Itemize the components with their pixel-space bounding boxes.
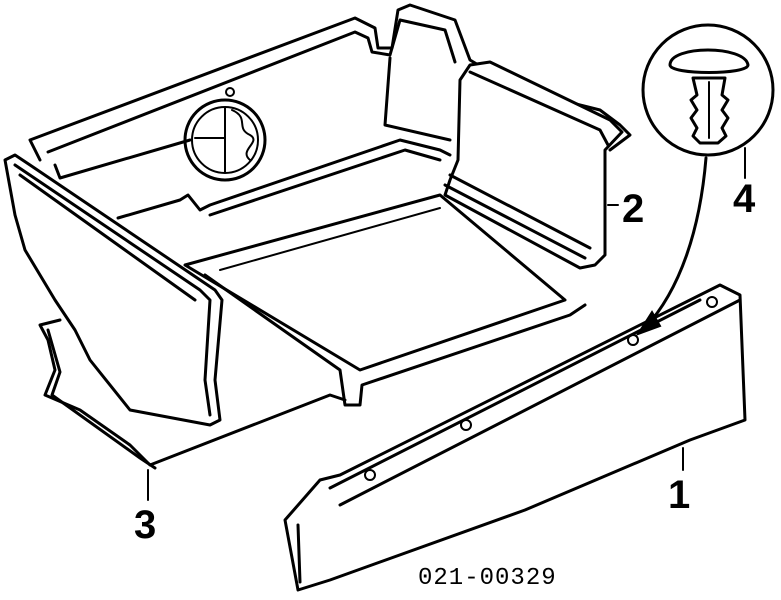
sill-panel-part-1: [283, 283, 747, 592]
clip-detail-part-4: [641, 23, 775, 157]
trunk-liner-part-3: [28, 3, 632, 470]
callout-3: 3: [134, 503, 156, 547]
callout-1: 1: [668, 473, 690, 517]
callout-4: 4: [733, 177, 756, 221]
leader-lines: [147, 147, 746, 501]
right-side-panel-part-2: [443, 60, 624, 270]
callout-2: 2: [622, 187, 644, 231]
left-side-panel: [3, 153, 224, 427]
diagram-code: 021-00329: [418, 565, 557, 592]
installation-arrow: [635, 156, 708, 336]
alfa-romeo-badge-icon: [183, 87, 267, 182]
